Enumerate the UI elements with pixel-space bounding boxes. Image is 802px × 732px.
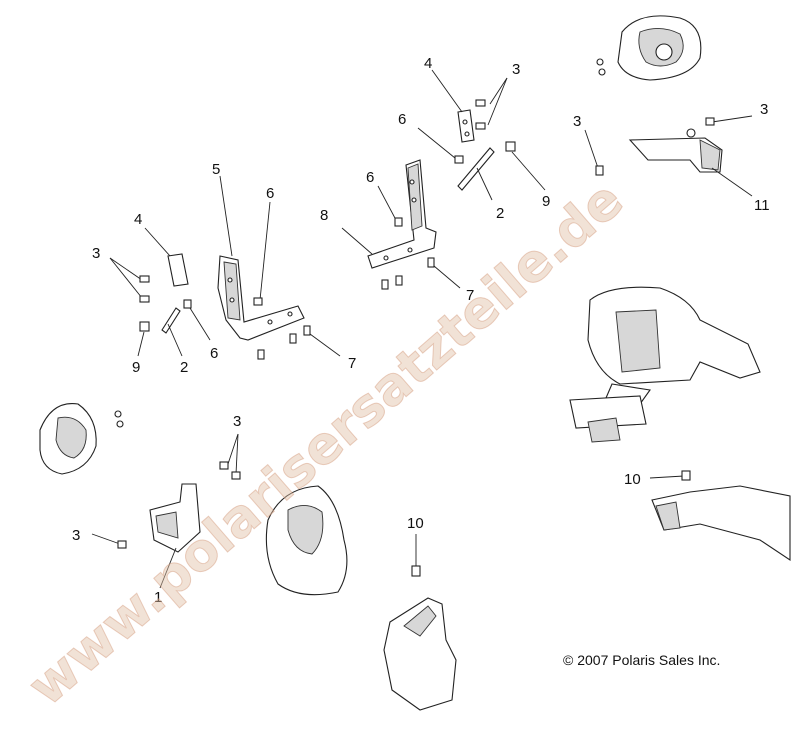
bracket-8 [367,159,437,269]
bolt-6-lower-left [183,299,211,341]
callout-10-lower: 10 [407,515,424,532]
clamp-4-upper [457,109,475,143]
callout-3-bracket1: 3 [233,413,241,430]
fairing-center [265,485,348,596]
screws-3-upper [475,77,508,130]
link-2-upper [457,147,495,201]
callout-6-center: 6 [366,169,374,186]
panel-10-lower [383,534,457,711]
callout-7-center: 7 [466,287,474,304]
nut-9-left [137,321,150,357]
callout-8: 8 [320,207,328,224]
bolts-7-left [257,325,341,360]
bolt-6-left [253,201,271,306]
callout-2-left: 2 [180,359,188,376]
clamp-4-left [167,253,189,287]
screws-3-left [109,257,150,303]
callout-6-left: 6 [266,185,274,202]
bolt-6-upper [417,127,464,164]
bracket-5 [217,255,305,341]
panel-10-right [649,470,791,562]
callout-6-lower-left: 6 [210,345,218,362]
callout-4-upper: 4 [424,55,432,72]
callout-4-left: 4 [134,211,142,228]
bolt-6-center [377,185,403,227]
screw-3-lower-left [91,533,127,549]
callout-5: 5 [212,161,220,178]
watermark: www.polarisersatzteile.de [17,170,635,718]
headlight-left [39,402,124,475]
callout-10-right: 10 [624,471,641,488]
screw-3-top-right [705,115,753,126]
callout-2-upper: 2 [496,205,504,222]
callout-9-upper: 9 [542,193,550,210]
callout-3-lower-left: 3 [72,527,80,544]
callout-9-left: 9 [132,359,140,376]
headlight-upper [596,15,702,81]
callout-1: 1 [154,589,162,606]
callout-11: 11 [754,197,770,214]
screw-3-mid-right [584,129,604,176]
bolts-7-center [381,257,461,290]
bracket-11 [628,128,723,173]
callout-3-mid-right: 3 [573,113,581,130]
callout-3-left: 3 [92,245,100,262]
screws-3-bracket1 [219,433,241,480]
bracket-1 [149,483,201,553]
callout-labels: 1 2 2 3 3 3 3 3 3 4 4 5 6 6 6 6 7 7 8 9 … [72,55,770,606]
callout-7-left: 7 [348,355,356,372]
link-2-left [161,307,183,357]
callout-6-upper: 6 [398,111,406,128]
copyright-notice: © 2007 Polaris Sales Inc. [563,652,721,668]
nut-9-upper [505,141,546,191]
console-right [569,286,761,443]
callout-3-top-right: 3 [760,101,768,118]
callout-3-upper: 3 [512,61,520,78]
